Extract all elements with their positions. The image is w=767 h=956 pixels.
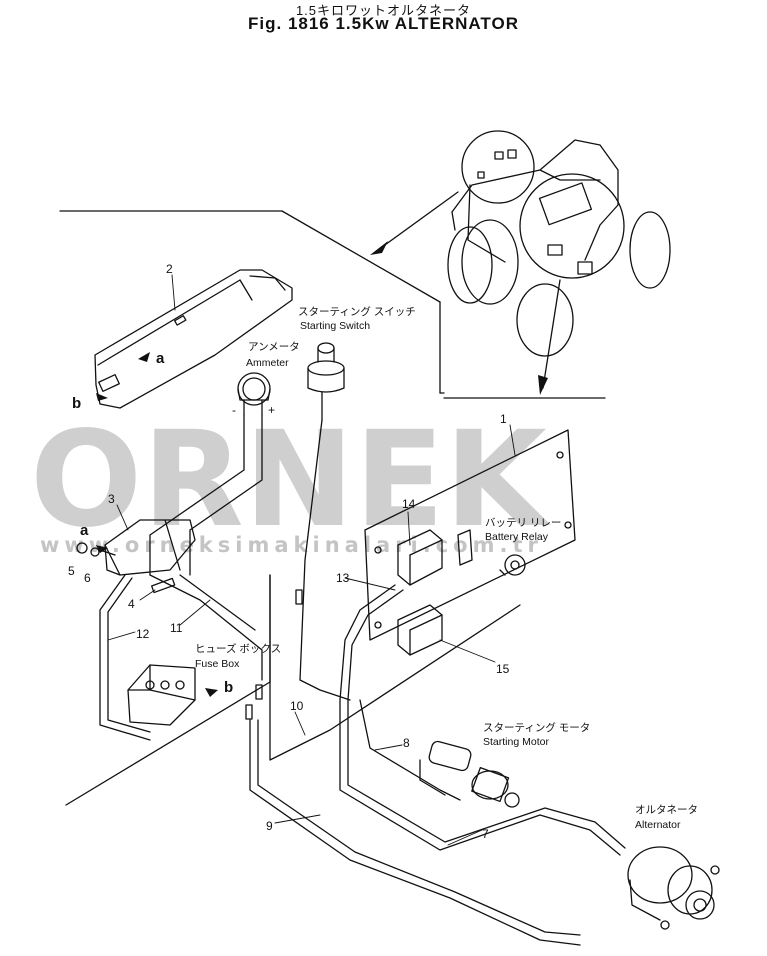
starting-motor: [419, 740, 520, 808]
part-number-5: 5: [68, 564, 75, 578]
wire-7: [339, 699, 626, 856]
callout-b-top: b: [72, 395, 81, 412]
starting-switch-label-jp: スターティング スイッチ: [298, 305, 416, 318]
part-number-9: 9: [266, 819, 273, 833]
battery-relay-label-jp: バッテリ リレー: [485, 517, 561, 529]
watermark-url: www.orneksimakinalari.com.tr: [40, 533, 543, 557]
wire-8: [359, 699, 461, 801]
callout-b-fuse: b: [224, 679, 233, 696]
part-number-10: 10: [290, 699, 304, 713]
part-number-4: 4: [128, 597, 135, 611]
alternator: [627, 846, 720, 930]
part-number-2: 2: [166, 262, 173, 276]
part-number-15: 15: [496, 662, 510, 676]
part-number-7: 7: [482, 827, 489, 841]
ammeter-label-jp: アンメータ: [248, 341, 300, 353]
part-number-1: 1: [500, 412, 507, 426]
callout-a-left: a: [80, 522, 89, 539]
ammeter-minus: -: [232, 403, 236, 417]
pointer-arrows: [377, 191, 561, 389]
part-number-6: 6: [84, 571, 91, 585]
wire-harness-11: [149, 414, 263, 681]
ammeter: [237, 372, 271, 416]
callout-a-top: a: [156, 350, 165, 367]
starting-motor-label: Starting Motor: [483, 736, 549, 748]
wire-10: [245, 419, 521, 761]
watermark-logo: ORNEK: [30, 403, 551, 557]
figure-title: Fig. 1816 1.5Kw ALTERNATOR: [248, 14, 519, 33]
alternator-label-jp: オルタネータ: [635, 804, 698, 816]
part-number-13: 13: [336, 571, 350, 585]
ammeter-plus: +: [268, 403, 275, 417]
part-number-11: 11: [170, 621, 183, 635]
title-japanese: 1.5キロワットオルタネータ: [295, 3, 472, 18]
arrowheads: [96, 241, 548, 697]
relay-15: [397, 604, 443, 656]
part-number-8: 8: [403, 736, 410, 750]
part-number-14: 14: [402, 497, 416, 511]
vehicle-illustration: [447, 130, 671, 357]
wire-12: [99, 574, 151, 741]
fuse-box-label: Fuse Box: [195, 658, 240, 670]
battery-relay: [499, 554, 526, 576]
leader-lines: [107, 274, 516, 846]
fuse-box: [127, 664, 196, 726]
battery-relay-label: Battery Relay: [485, 531, 549, 543]
wire-13: [339, 584, 404, 701]
part-number-12: 12: [136, 627, 150, 641]
starting-switch: [307, 342, 345, 421]
fuse-box-label-jp: ヒューズ ボックス: [195, 642, 281, 655]
wire-9: [249, 719, 581, 946]
dashboard-cover: [94, 269, 293, 409]
starting-motor-label-jp: スターティング モータ: [483, 721, 590, 734]
terminal-block: [104, 519, 196, 576]
alternator-label: Alternator: [635, 819, 681, 831]
screw: [150, 577, 176, 594]
starting-switch-label: Starting Switch: [300, 320, 370, 332]
bracket: [457, 529, 473, 566]
relay-14: [397, 529, 443, 586]
part-number-3: 3: [108, 492, 115, 506]
ammeter-label: Ammeter: [246, 357, 289, 369]
